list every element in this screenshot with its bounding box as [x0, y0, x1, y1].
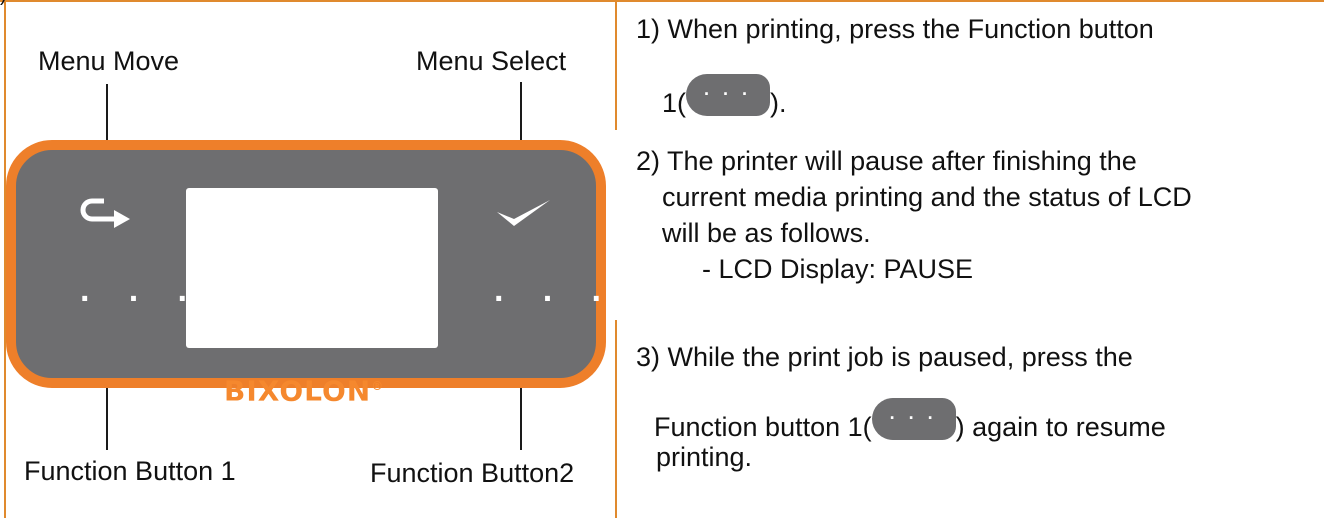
step3-prefix: Function button 1(	[654, 412, 872, 443]
step1-suffix: ).	[770, 88, 787, 119]
bixolon-logo: BIXOLON®	[224, 370, 384, 407]
function-button-2-label: Function Button2	[370, 458, 575, 488]
menu-move-label: Menu Move	[38, 46, 180, 76]
step1-line1: 1) When printing, press the Function but…	[636, 14, 1154, 44]
frame-top-line	[0, 0, 1324, 2]
step3-line2: Function button 1( · · · ) again to resume	[654, 398, 1166, 450]
step3-line3: printing.	[656, 442, 753, 472]
function-button-icon: · · ·	[686, 74, 771, 116]
lcd-screen	[186, 188, 438, 348]
step1-prefix: 1(	[662, 88, 687, 119]
step2-line1: 2) The printer will pause after finishin…	[636, 146, 1137, 176]
frame-left-line	[4, 0, 6, 518]
checkmark-icon	[497, 200, 550, 226]
function-button-1-label: Function Button 1	[24, 456, 236, 486]
step3-suffix: ) again to resume	[955, 412, 1166, 443]
button-dots: · · ·	[889, 408, 938, 428]
function-button-1-dots[interactable]: · · ·	[80, 280, 203, 318]
step2-line3: will be as follows.	[662, 218, 871, 248]
step2-line4: - LCD Display: PAUSE	[702, 254, 974, 284]
step3-line1: 3) While the print job is paused, press …	[636, 342, 1133, 372]
corner-mark: )	[0, 0, 7, 10]
menu-select-label: Menu Select	[416, 46, 567, 76]
frame-mid-line-top	[615, 0, 617, 130]
brand-text: BIXOLON	[224, 374, 372, 408]
function-button-icon: · · ·	[871, 398, 956, 440]
function-button-2-dots[interactable]: · · ·	[494, 280, 617, 318]
button-dots: · · ·	[704, 84, 752, 104]
step1-line2: 1( · · ·).	[662, 74, 787, 126]
frame-mid-line-bottom	[615, 320, 617, 518]
brand-registered-mark: ®	[371, 379, 385, 393]
step2-line2: current media printing and the status of…	[662, 182, 1192, 212]
return-arrow-icon	[80, 198, 130, 228]
